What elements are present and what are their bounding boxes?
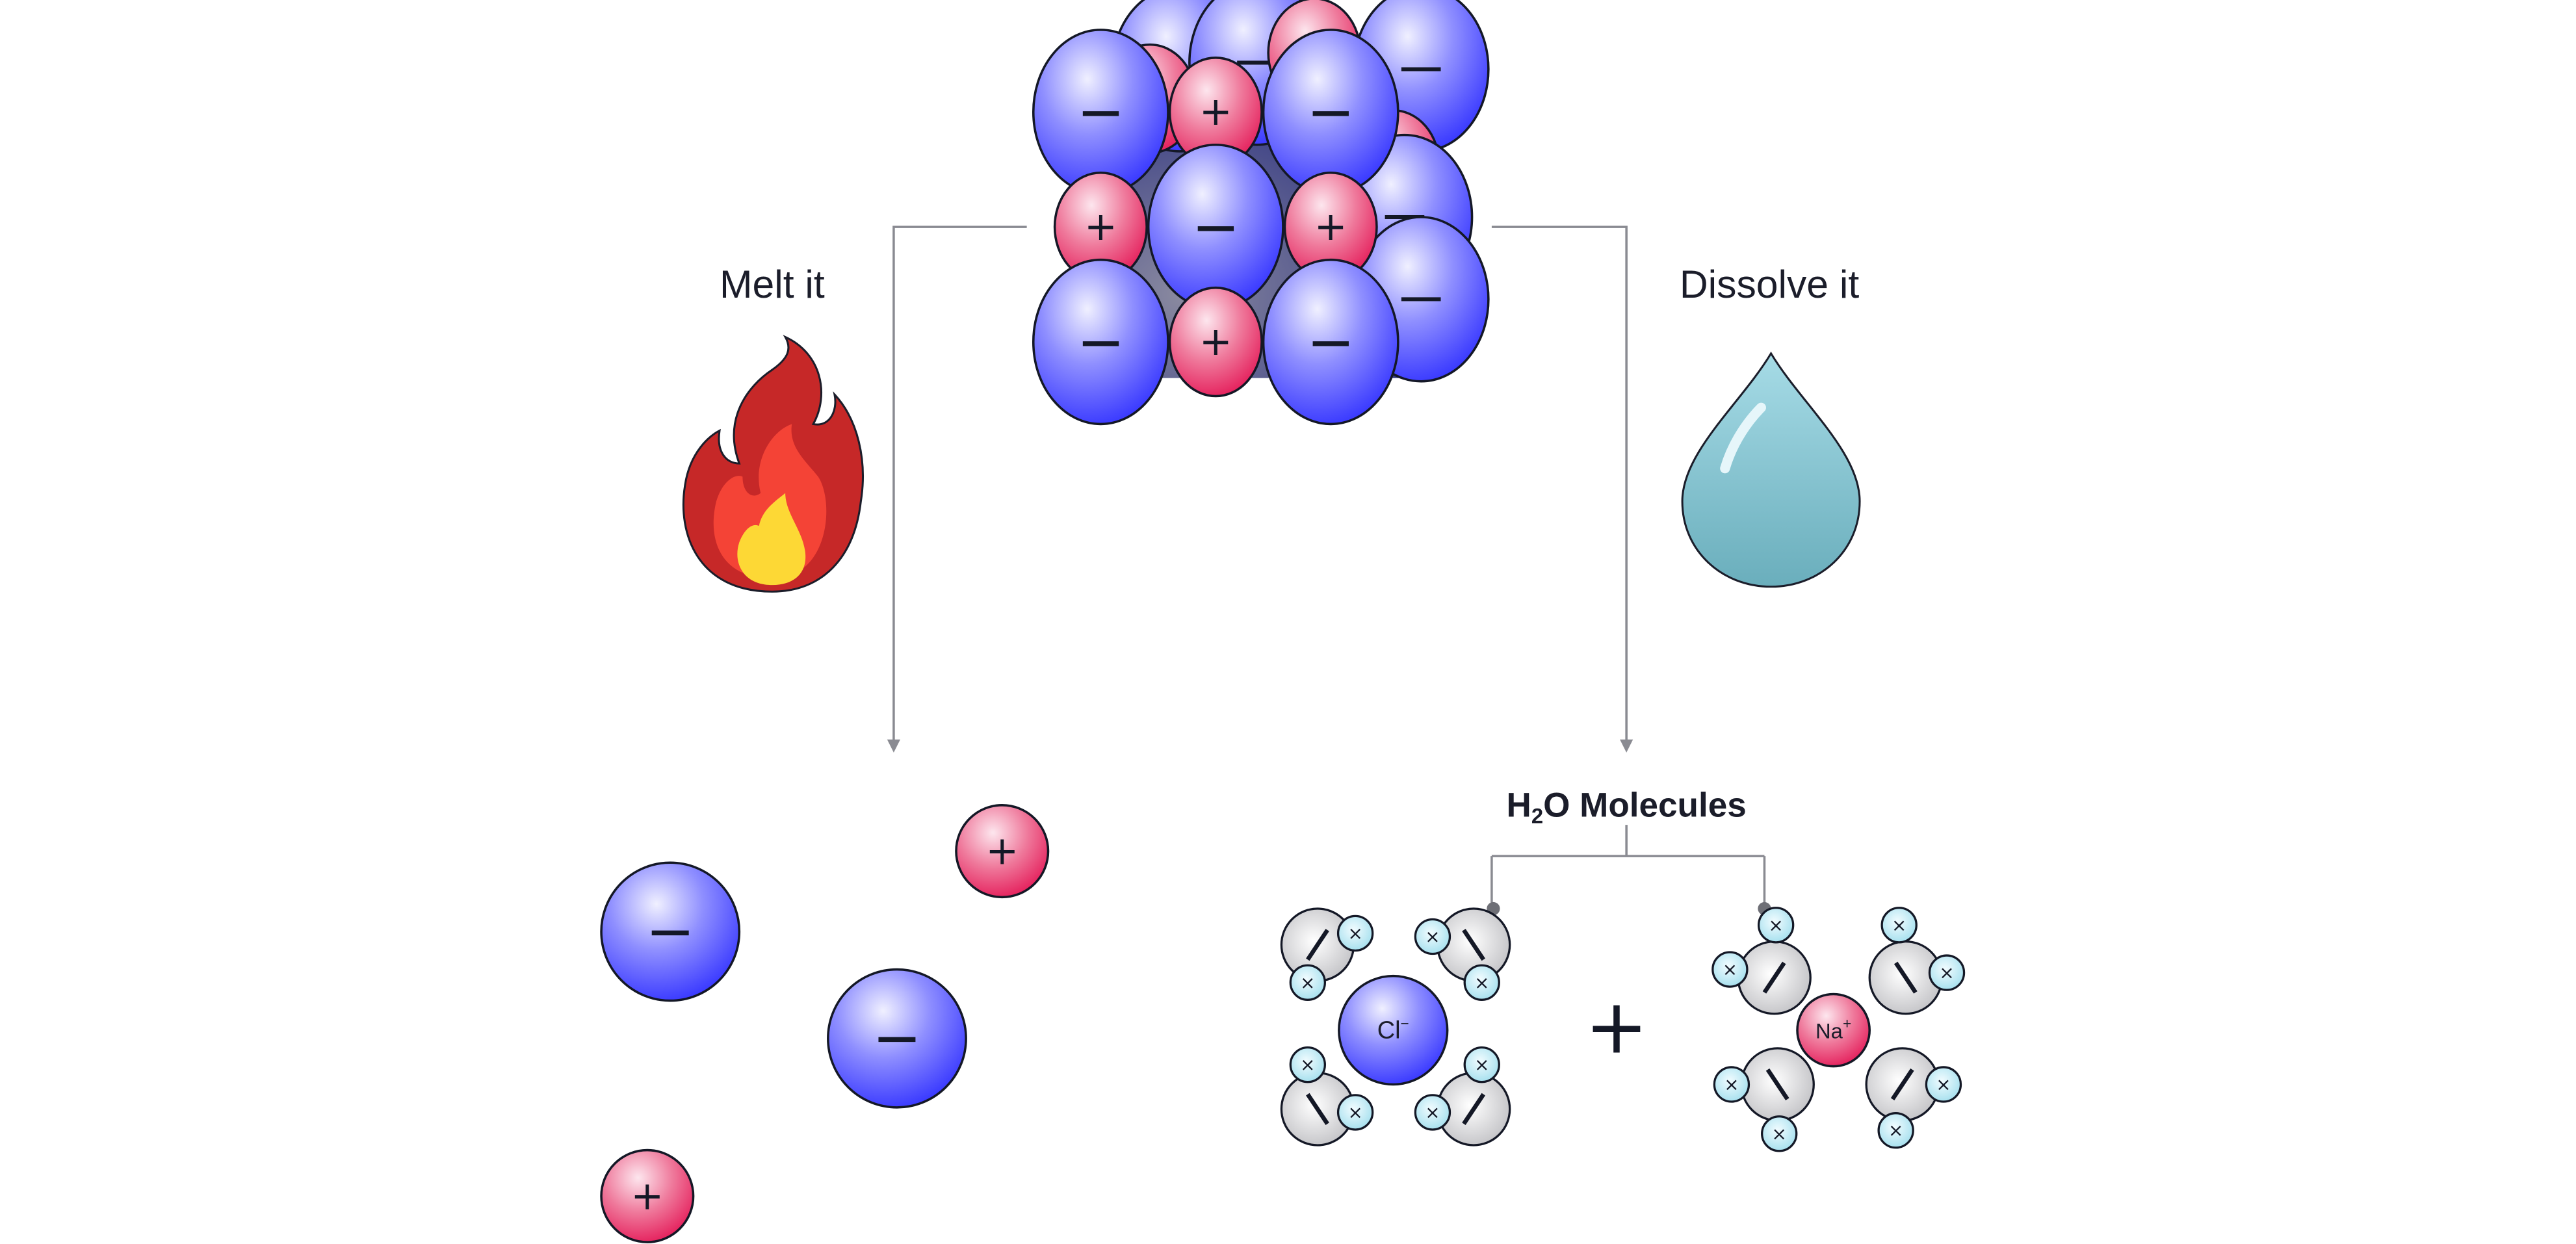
water-molecule: ×× bbox=[1865, 1047, 1962, 1149]
melted-sodium-ion: + bbox=[600, 1148, 695, 1243]
hydrogen-atom bbox=[1336, 914, 1374, 952]
oxygen-charge-mark bbox=[1306, 929, 1329, 961]
h2o-molecules-label: H2O Molecules bbox=[1507, 786, 1747, 827]
lattice-front-chloride: − bbox=[1262, 29, 1399, 196]
oxygen-charge-mark bbox=[1765, 1068, 1789, 1101]
hydrogen-atom bbox=[1463, 964, 1500, 1001]
ion-label: Cl− bbox=[1377, 1015, 1409, 1044]
hydrogen-atom bbox=[1928, 954, 1966, 991]
hydrogen-mark: × bbox=[1772, 1123, 1787, 1145]
hydrogen-mark: × bbox=[1425, 926, 1440, 948]
melted-chloride-ion: − bbox=[827, 968, 967, 1109]
melted-sodium-ion: + bbox=[955, 804, 1050, 899]
hydrogen-mark: × bbox=[1300, 1054, 1315, 1076]
lattice-front-chloride: − bbox=[1032, 258, 1169, 426]
hydrogen-atom bbox=[1414, 918, 1451, 955]
plus-between-clusters: + bbox=[1585, 983, 1648, 1071]
anion-sphere bbox=[1262, 258, 1399, 426]
minus-sign: − bbox=[1307, 79, 1355, 146]
melted-ions: − − + + bbox=[600, 804, 1050, 1243]
ion-sphere bbox=[1338, 974, 1449, 1086]
water-molecule: ×× bbox=[1711, 907, 1812, 1015]
anion-sphere bbox=[1032, 258, 1169, 426]
dissolved-ions: ××××××××××××××××Cl−Na+ bbox=[1280, 907, 1966, 1152]
hydrogen-atom bbox=[1877, 1112, 1914, 1149]
minus-sign: − bbox=[1191, 194, 1240, 261]
oxygen-charge-mark bbox=[1462, 929, 1485, 961]
water-molecule: ×× bbox=[1280, 1046, 1374, 1147]
hydrogen-mark: × bbox=[1936, 1074, 1951, 1095]
water-molecule: ×× bbox=[1713, 1047, 1815, 1152]
oxygen-charge-mark bbox=[1893, 961, 1918, 994]
hydrogen-atom bbox=[1289, 1046, 1327, 1083]
hydrogen-atom bbox=[1761, 1115, 1798, 1152]
plus-sign: + bbox=[1199, 319, 1232, 365]
melt-connector-arrow bbox=[887, 226, 1027, 753]
hydrogen-mark: × bbox=[1892, 914, 1906, 936]
hydrogen-mark: × bbox=[1347, 922, 1362, 944]
lattice-front-chloride: − bbox=[1032, 29, 1169, 196]
plus-sign: + bbox=[985, 829, 1019, 874]
hydrogen-atom bbox=[1463, 1046, 1500, 1083]
water-molecule: ×× bbox=[1414, 907, 1511, 1001]
cation-sphere bbox=[955, 804, 1050, 899]
ion-sphere bbox=[1796, 992, 1871, 1068]
lattice-front-chloride: − bbox=[1147, 144, 1284, 311]
lattice-front-sodium: + bbox=[1168, 286, 1263, 398]
dissolve-connector-arrow bbox=[1491, 226, 1633, 753]
cation-sphere bbox=[1168, 286, 1263, 398]
fire-icon bbox=[682, 335, 864, 593]
water-molecule: ×× bbox=[1868, 907, 1966, 1015]
hydrogen-mark: × bbox=[1425, 1102, 1440, 1123]
lattice-front-chloride: − bbox=[1262, 258, 1399, 426]
hydrogen-mark: × bbox=[1939, 962, 1954, 983]
water-drop-icon bbox=[1681, 351, 1861, 588]
hydrogen-atom bbox=[1711, 951, 1749, 988]
melted-chloride-ion: − bbox=[600, 861, 741, 1002]
oxygen-charge-mark bbox=[1890, 1068, 1914, 1101]
melt-label: Melt it bbox=[720, 262, 825, 306]
chloride-ion: Cl− bbox=[1338, 974, 1449, 1086]
minus-sign: − bbox=[1076, 309, 1125, 376]
plus-sign: + bbox=[1084, 204, 1117, 250]
nacl-crystal-lattice: − + − + − + − + − bbox=[1032, 0, 1490, 426]
hydrogen-mark: × bbox=[1723, 959, 1737, 980]
hydrogen-mark: × bbox=[1474, 1054, 1489, 1076]
hydrogen-atom bbox=[1336, 1094, 1374, 1131]
oxygen-charge-mark bbox=[1462, 1093, 1485, 1125]
plus-sign: + bbox=[1199, 89, 1232, 135]
dissolve-label: Dissolve it bbox=[1680, 262, 1859, 306]
water-molecule: ×× bbox=[1414, 1046, 1511, 1147]
sodium-ion: Na+ bbox=[1796, 992, 1871, 1068]
minus-sign: − bbox=[1076, 79, 1125, 146]
hydrogen-mark: × bbox=[1300, 972, 1315, 993]
minus-sign: − bbox=[872, 1004, 922, 1072]
hydrogen-atom bbox=[1925, 1066, 1962, 1103]
anion-sphere bbox=[600, 861, 741, 1002]
hydrogen-mark: × bbox=[1724, 1074, 1739, 1095]
h2o-bracket-connector bbox=[1487, 825, 1771, 916]
lattice-front-sodium: + bbox=[1053, 171, 1148, 283]
plus-sign: + bbox=[631, 1173, 664, 1219]
hydrogen-atom bbox=[1880, 907, 1918, 944]
minus-sign: − bbox=[1307, 309, 1355, 376]
hydrogen-mark: × bbox=[1768, 914, 1783, 936]
oxygen-charge-mark bbox=[1762, 961, 1786, 994]
water-molecule: ×× bbox=[1280, 907, 1374, 1001]
plus-sign: + bbox=[1314, 204, 1347, 250]
hydrogen-atom bbox=[1289, 964, 1327, 1001]
hydrogen-mark: × bbox=[1888, 1120, 1903, 1141]
hydrogen-mark: × bbox=[1347, 1102, 1362, 1123]
cation-sphere bbox=[600, 1148, 695, 1243]
hydrogen-atom bbox=[1757, 907, 1795, 944]
hydrogen-atom bbox=[1713, 1066, 1750, 1103]
hydrogen-mark: × bbox=[1474, 972, 1489, 993]
oxygen-charge-mark bbox=[1306, 1093, 1329, 1125]
ion-label: Na+ bbox=[1815, 1015, 1851, 1043]
anion-sphere bbox=[827, 968, 967, 1109]
minus-sign: − bbox=[645, 898, 695, 966]
hydrogen-atom bbox=[1414, 1094, 1451, 1131]
